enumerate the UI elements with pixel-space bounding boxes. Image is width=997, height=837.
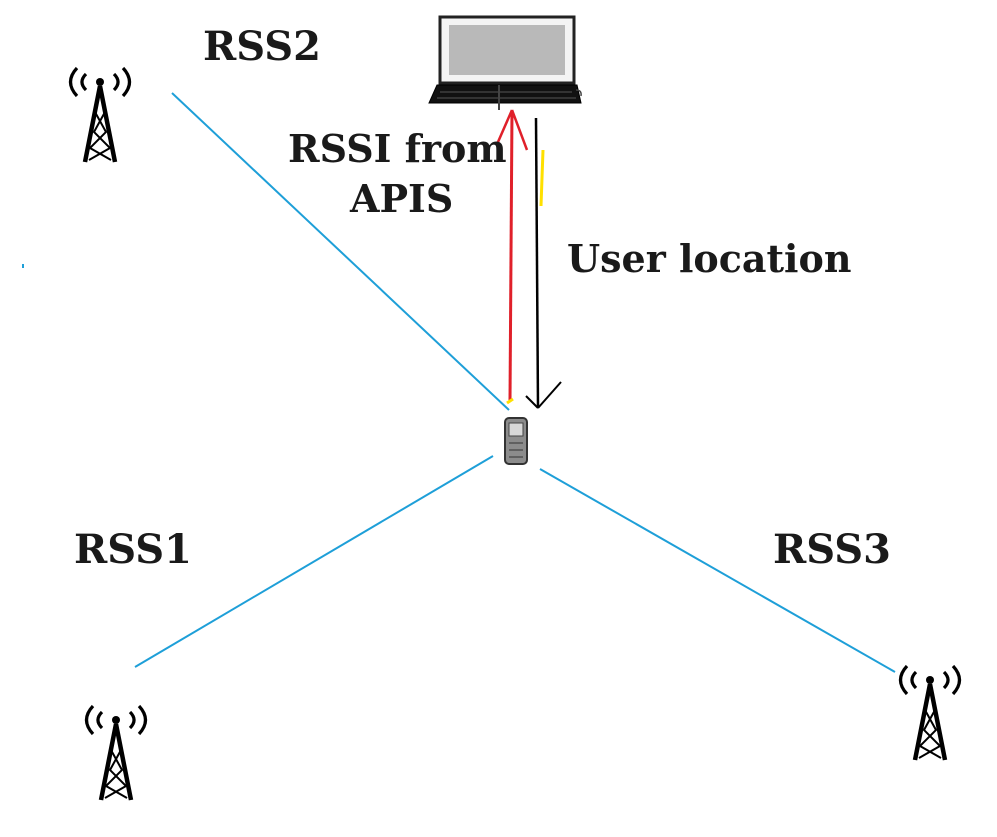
- signal-line-rss1: [134, 455, 494, 668]
- highlight-mark: [539, 149, 545, 207]
- user-location-arrow: [525, 117, 562, 409]
- signal-line-rss2: [171, 92, 510, 411]
- mobile-phone-icon: [504, 417, 528, 465]
- antenna-tower-icon: [71, 68, 130, 162]
- signal-line-rss3: [539, 468, 896, 673]
- label-rssi-line2: APIS: [349, 176, 453, 221]
- label-rss3: RSS3: [773, 526, 891, 573]
- label-user-location: User location: [567, 236, 851, 281]
- label-rss1: RSS1: [74, 526, 192, 573]
- label-rss2: RSS2: [203, 23, 321, 70]
- antenna-tower-icon: [87, 706, 146, 800]
- antenna-tower-icon: [901, 666, 960, 760]
- label-rssi-line1: RSSI from: [288, 126, 507, 171]
- rssi-arrow: [496, 109, 529, 401]
- highlight-mark: [506, 397, 514, 405]
- laptop-icon: [428, 15, 582, 110]
